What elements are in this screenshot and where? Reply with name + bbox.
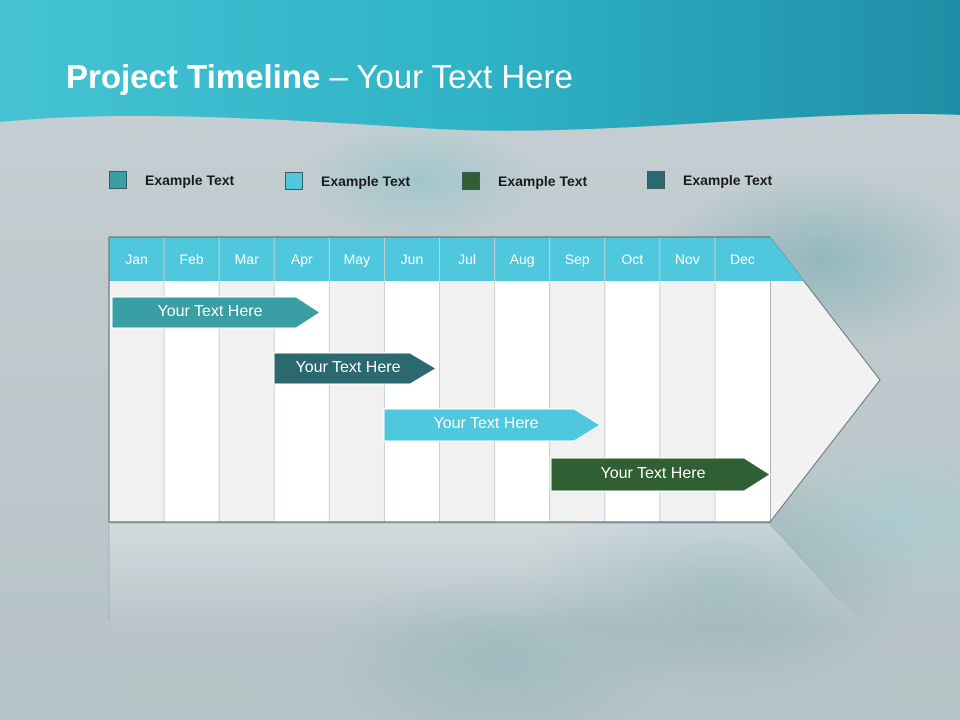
month-label-may: May: [343, 251, 371, 267]
month-label-jun: Jun: [400, 251, 424, 267]
month-column: [494, 281, 550, 522]
timeline-bar-label-3: Your Text Here: [433, 415, 539, 432]
timeline-bar-3: [383, 408, 601, 442]
month-label-oct: Oct: [621, 251, 644, 267]
legend-item-3: Example Text: [462, 172, 587, 190]
legend-item-2: Example Text: [285, 172, 410, 190]
legend-item-4: Example Text: [647, 171, 772, 189]
page-title: Project Timeline – Your Text Here: [66, 58, 573, 96]
legend-label-4: Example Text: [683, 172, 773, 188]
month-label-dec: Dec: [729, 251, 755, 267]
legend-label-2: Example Text: [321, 173, 411, 189]
timeline-bar-2: [273, 352, 437, 385]
month-label-aug: Aug: [509, 251, 535, 267]
legend-label-3: Example Text: [498, 173, 588, 189]
month-label-feb: Feb: [179, 251, 204, 267]
month-label-jul: Jul: [458, 251, 476, 267]
timeline-bar-1: [111, 296, 321, 329]
timeline-bar-4: [550, 457, 771, 492]
month-label-apr: Apr: [290, 251, 313, 267]
timeline-bar-label-1: Your Text Here: [157, 303, 263, 320]
month-label-nov: Nov: [674, 251, 700, 267]
title-bold: Project Timeline: [66, 58, 321, 95]
month-column: [329, 281, 385, 522]
arrow-reflection: [109, 524, 870, 630]
legend-swatch-1: [109, 171, 127, 189]
month-label-mar: Mar: [234, 251, 259, 267]
legend-swatch-3: [462, 172, 480, 190]
header-band: [0, 0, 960, 131]
month-label-sep: Sep: [564, 251, 590, 267]
month-label-jan: Jan: [125, 251, 148, 267]
title-rest: – Your Text Here: [320, 58, 573, 95]
month-column: [439, 281, 495, 522]
legend-item-1: Example Text: [109, 171, 234, 189]
month-column: [384, 281, 440, 522]
timeline-bar-label-4: Your Text Here: [600, 465, 706, 482]
legend-swatch-4: [647, 171, 665, 189]
timeline-bar-label-2: Your Text Here: [295, 359, 401, 376]
legend-label-1: Example Text: [145, 172, 235, 188]
legend-swatch-2: [285, 172, 303, 190]
